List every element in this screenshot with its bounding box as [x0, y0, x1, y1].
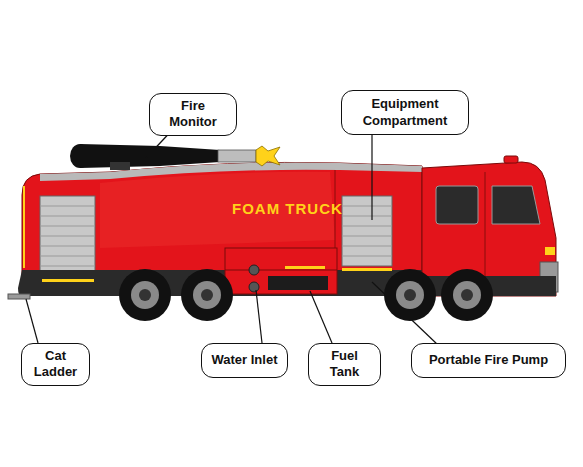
- truck-lettering: FOAM TRUCK: [232, 200, 343, 217]
- part-label: Fuel Tank: [315, 348, 374, 381]
- part-label: Cat Ladder: [28, 348, 83, 381]
- callout-box: Water Inlet: [201, 343, 288, 378]
- callout-box: Cat Ladder: [21, 343, 90, 386]
- callout-box: Equipment Compartment: [341, 90, 469, 135]
- part-label: Equipment Compartment: [348, 96, 462, 129]
- part-label: Water Inlet: [212, 352, 278, 368]
- callout-box: Fuel Tank: [308, 343, 381, 386]
- callout-box: Portable Fire Pump: [411, 343, 566, 378]
- part-label: Portable Fire Pump: [429, 352, 548, 368]
- callout-box: Fire Monitor: [149, 93, 237, 136]
- part-label: Fire Monitor: [156, 98, 230, 131]
